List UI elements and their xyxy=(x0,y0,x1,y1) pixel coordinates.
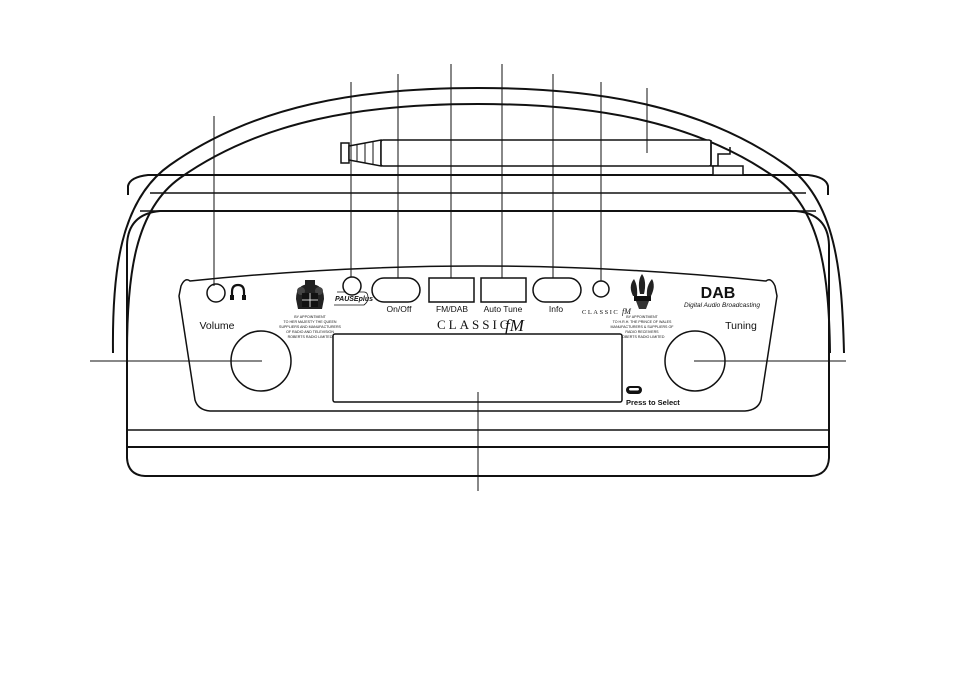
press-to-select-label: Press to Select xyxy=(626,398,680,407)
display-window xyxy=(332,333,623,403)
carry-handle xyxy=(111,86,845,354)
dab-logo: DAB xyxy=(701,285,736,302)
royal-warrant-left-line-2: TO HER MAJESTY THE QUEEN xyxy=(284,320,337,324)
auto-tune-label: Auto Tune xyxy=(484,304,523,314)
classic-fm-mark: fM xyxy=(505,316,525,335)
fm-dab-label: FM/DAB xyxy=(436,304,468,314)
pause-button[interactable] xyxy=(342,276,362,296)
royal-warrant-left-line-3: SUPPLIERS AND MANUFACTURERS xyxy=(279,325,342,329)
right-side-lug xyxy=(791,174,829,195)
classic-fm-preset-button[interactable] xyxy=(592,280,610,298)
royal-warrant-right-line-4: RADIO RECEIVERS xyxy=(625,330,659,334)
info-label: Info xyxy=(549,304,563,314)
carry-handle-inner xyxy=(126,102,831,354)
headphone-icon xyxy=(230,283,246,300)
royal-warrant-left-line-5: ROBERTS RADIO LIMITED xyxy=(288,335,333,339)
on-off-label: On/Off xyxy=(387,304,413,314)
classic-fm-wordmark: CLASSIC xyxy=(437,317,511,332)
svg-text:PAUSEplus: PAUSEplus xyxy=(335,296,373,303)
fm-dab-button[interactable] xyxy=(428,277,475,303)
small-classic-wordmark: CLASSIC xyxy=(582,309,619,316)
royal-crest-icon xyxy=(296,280,324,309)
cabinet-body xyxy=(126,210,830,448)
tuning-label: Tuning xyxy=(725,320,757,332)
info-button[interactable] xyxy=(532,277,582,303)
royal-warrant-left-line-1: BY APPOINTMENT xyxy=(294,315,326,319)
small-classic-fm-mark: fM xyxy=(622,307,632,316)
on-off-button[interactable] xyxy=(371,277,421,303)
pause-plus-logo: PAUSEplus xyxy=(334,291,373,306)
dab-tagline: Digital Audio Broadcasting xyxy=(684,302,760,309)
royal-warrant-right-line-3: MANUFACTURERS & SUPPLIERS OF xyxy=(611,325,675,329)
royal-warrant-right-line-1: BY APPOINTMENT xyxy=(626,315,658,319)
volume-label: Volume xyxy=(199,320,234,332)
telescopic-aerial xyxy=(340,139,744,176)
royal-warrant-left-line-4: OF RADIO AND TELEVISION xyxy=(286,330,334,334)
prince-of-wales-feathers-icon xyxy=(630,274,654,309)
auto-tune-button[interactable] xyxy=(480,277,527,303)
royal-warrant-right-line-5: ROBERTS RADIO LIMITED xyxy=(620,335,665,339)
royal-warrant-right-line-2: TO H.R.H. THE PRINCE OF WALES xyxy=(613,320,672,324)
left-side-lug xyxy=(127,174,165,195)
select-button-icon xyxy=(626,386,642,394)
headphone-socket[interactable] xyxy=(206,283,226,303)
